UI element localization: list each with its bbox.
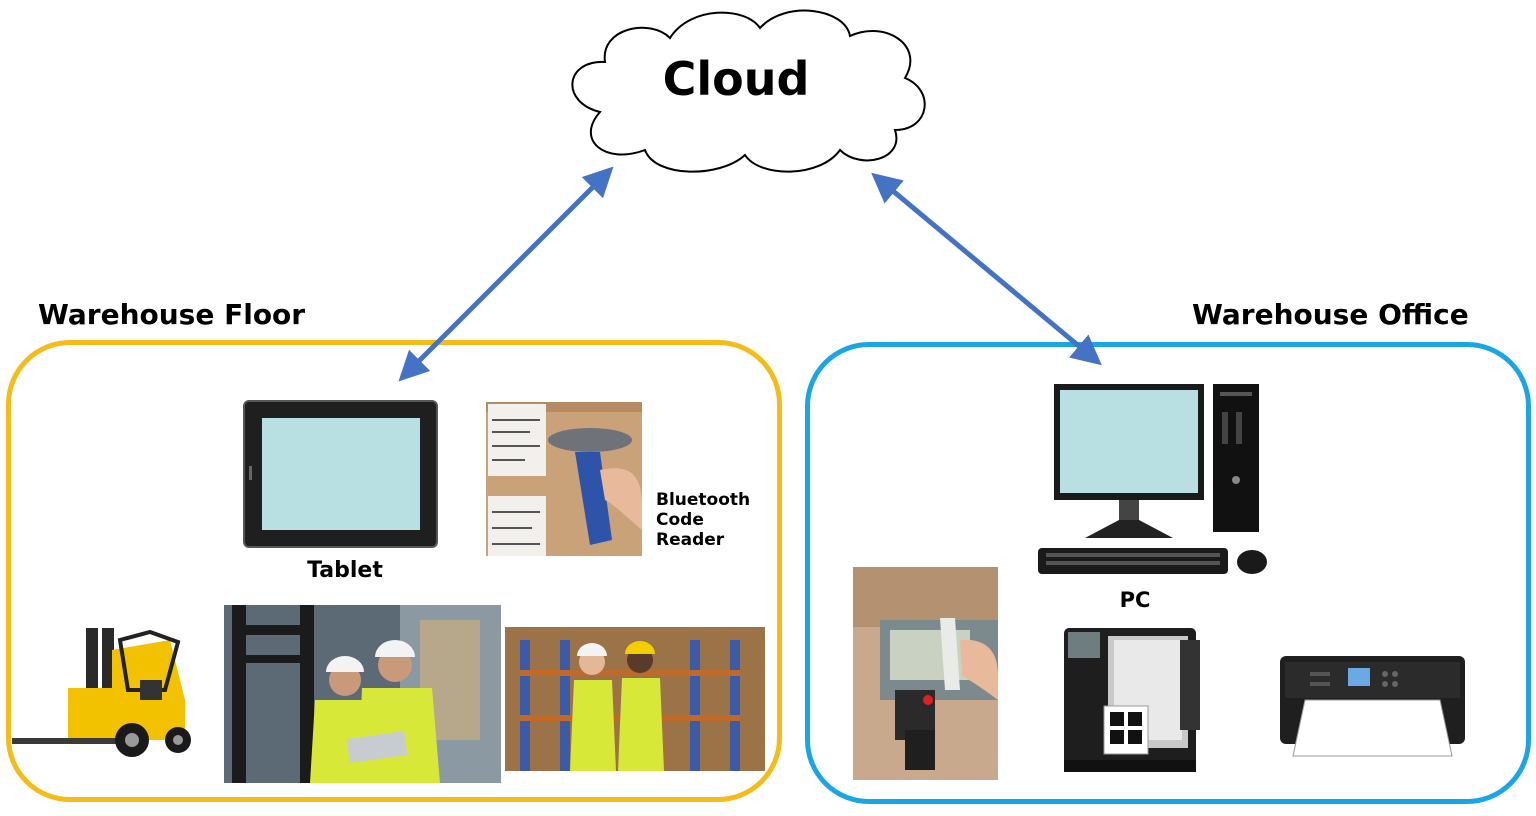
arrow-cloud-to-pc xyxy=(875,176,1098,362)
arrow-cloud-to-tablet xyxy=(402,170,610,378)
